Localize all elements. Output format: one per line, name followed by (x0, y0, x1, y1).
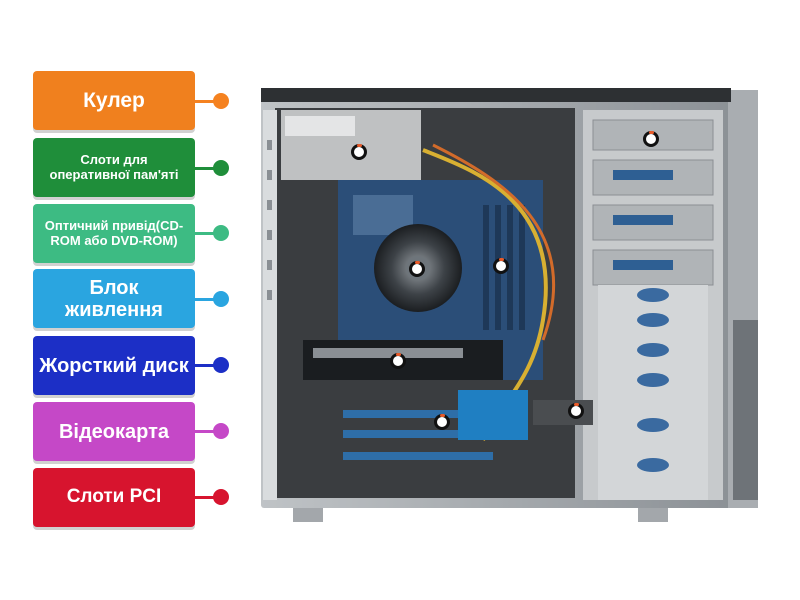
label-pci-slots-text: Слоти PCI (66, 486, 162, 508)
connector-cooler (195, 100, 221, 103)
label-pci-slots[interactable]: Слоти PCI (33, 468, 195, 527)
label-cooler-text: Кулер (83, 88, 145, 112)
drag-dot-optical-drive[interactable] (213, 225, 229, 241)
label-cooler[interactable]: Кулер (33, 71, 195, 130)
label-optical-drive[interactable]: Оптичний привід(CD-ROM або DVD-ROM) (33, 204, 195, 263)
connector-optical-drive (195, 232, 221, 235)
hotspot-hard-disk[interactable] (568, 403, 584, 419)
connector-hard-disk (195, 364, 221, 367)
label-hard-disk-text: Жорсткий диск (39, 354, 189, 377)
hotspot-cooler[interactable] (409, 261, 425, 277)
drag-dot-pci-slots[interactable] (213, 489, 229, 505)
label-video-card-text: Відеокарта (58, 420, 170, 443)
hotspot-optical-drive[interactable] (643, 131, 659, 147)
drag-dot-hard-disk[interactable] (213, 357, 229, 373)
label-ram-slots[interactable]: Слоти для оперативної пам'яті (33, 138, 195, 197)
drag-dot-power-supply[interactable] (213, 291, 229, 307)
hotspot-power-supply[interactable] (351, 144, 367, 160)
label-power-supply[interactable]: Блок живлення (33, 269, 195, 328)
hotspot-pci-slots[interactable] (434, 414, 450, 430)
label-power-supply-text: Блок живлення (65, 276, 163, 321)
connector-ram-slots (195, 167, 221, 170)
label-hard-disk[interactable]: Жорсткий диск (33, 336, 195, 395)
hotspot-video-card[interactable] (390, 353, 406, 369)
label-optical-drive-text: Оптичний привід(CD-ROM або DVD-ROM) (44, 218, 184, 248)
hotspot-ram-slots[interactable] (493, 258, 509, 274)
connector-video-card (195, 430, 221, 433)
connector-pci-slots (195, 496, 221, 499)
label-ram-slots-text: Слоти для оперативної пам'яті (49, 152, 179, 182)
drag-dot-ram-slots[interactable] (213, 160, 229, 176)
computer-case-image (261, 88, 758, 522)
drag-dot-video-card[interactable] (213, 423, 229, 439)
label-video-card[interactable]: Відеокарта (33, 402, 195, 461)
connector-power-supply (195, 298, 221, 301)
drag-dot-cooler[interactable] (213, 93, 229, 109)
